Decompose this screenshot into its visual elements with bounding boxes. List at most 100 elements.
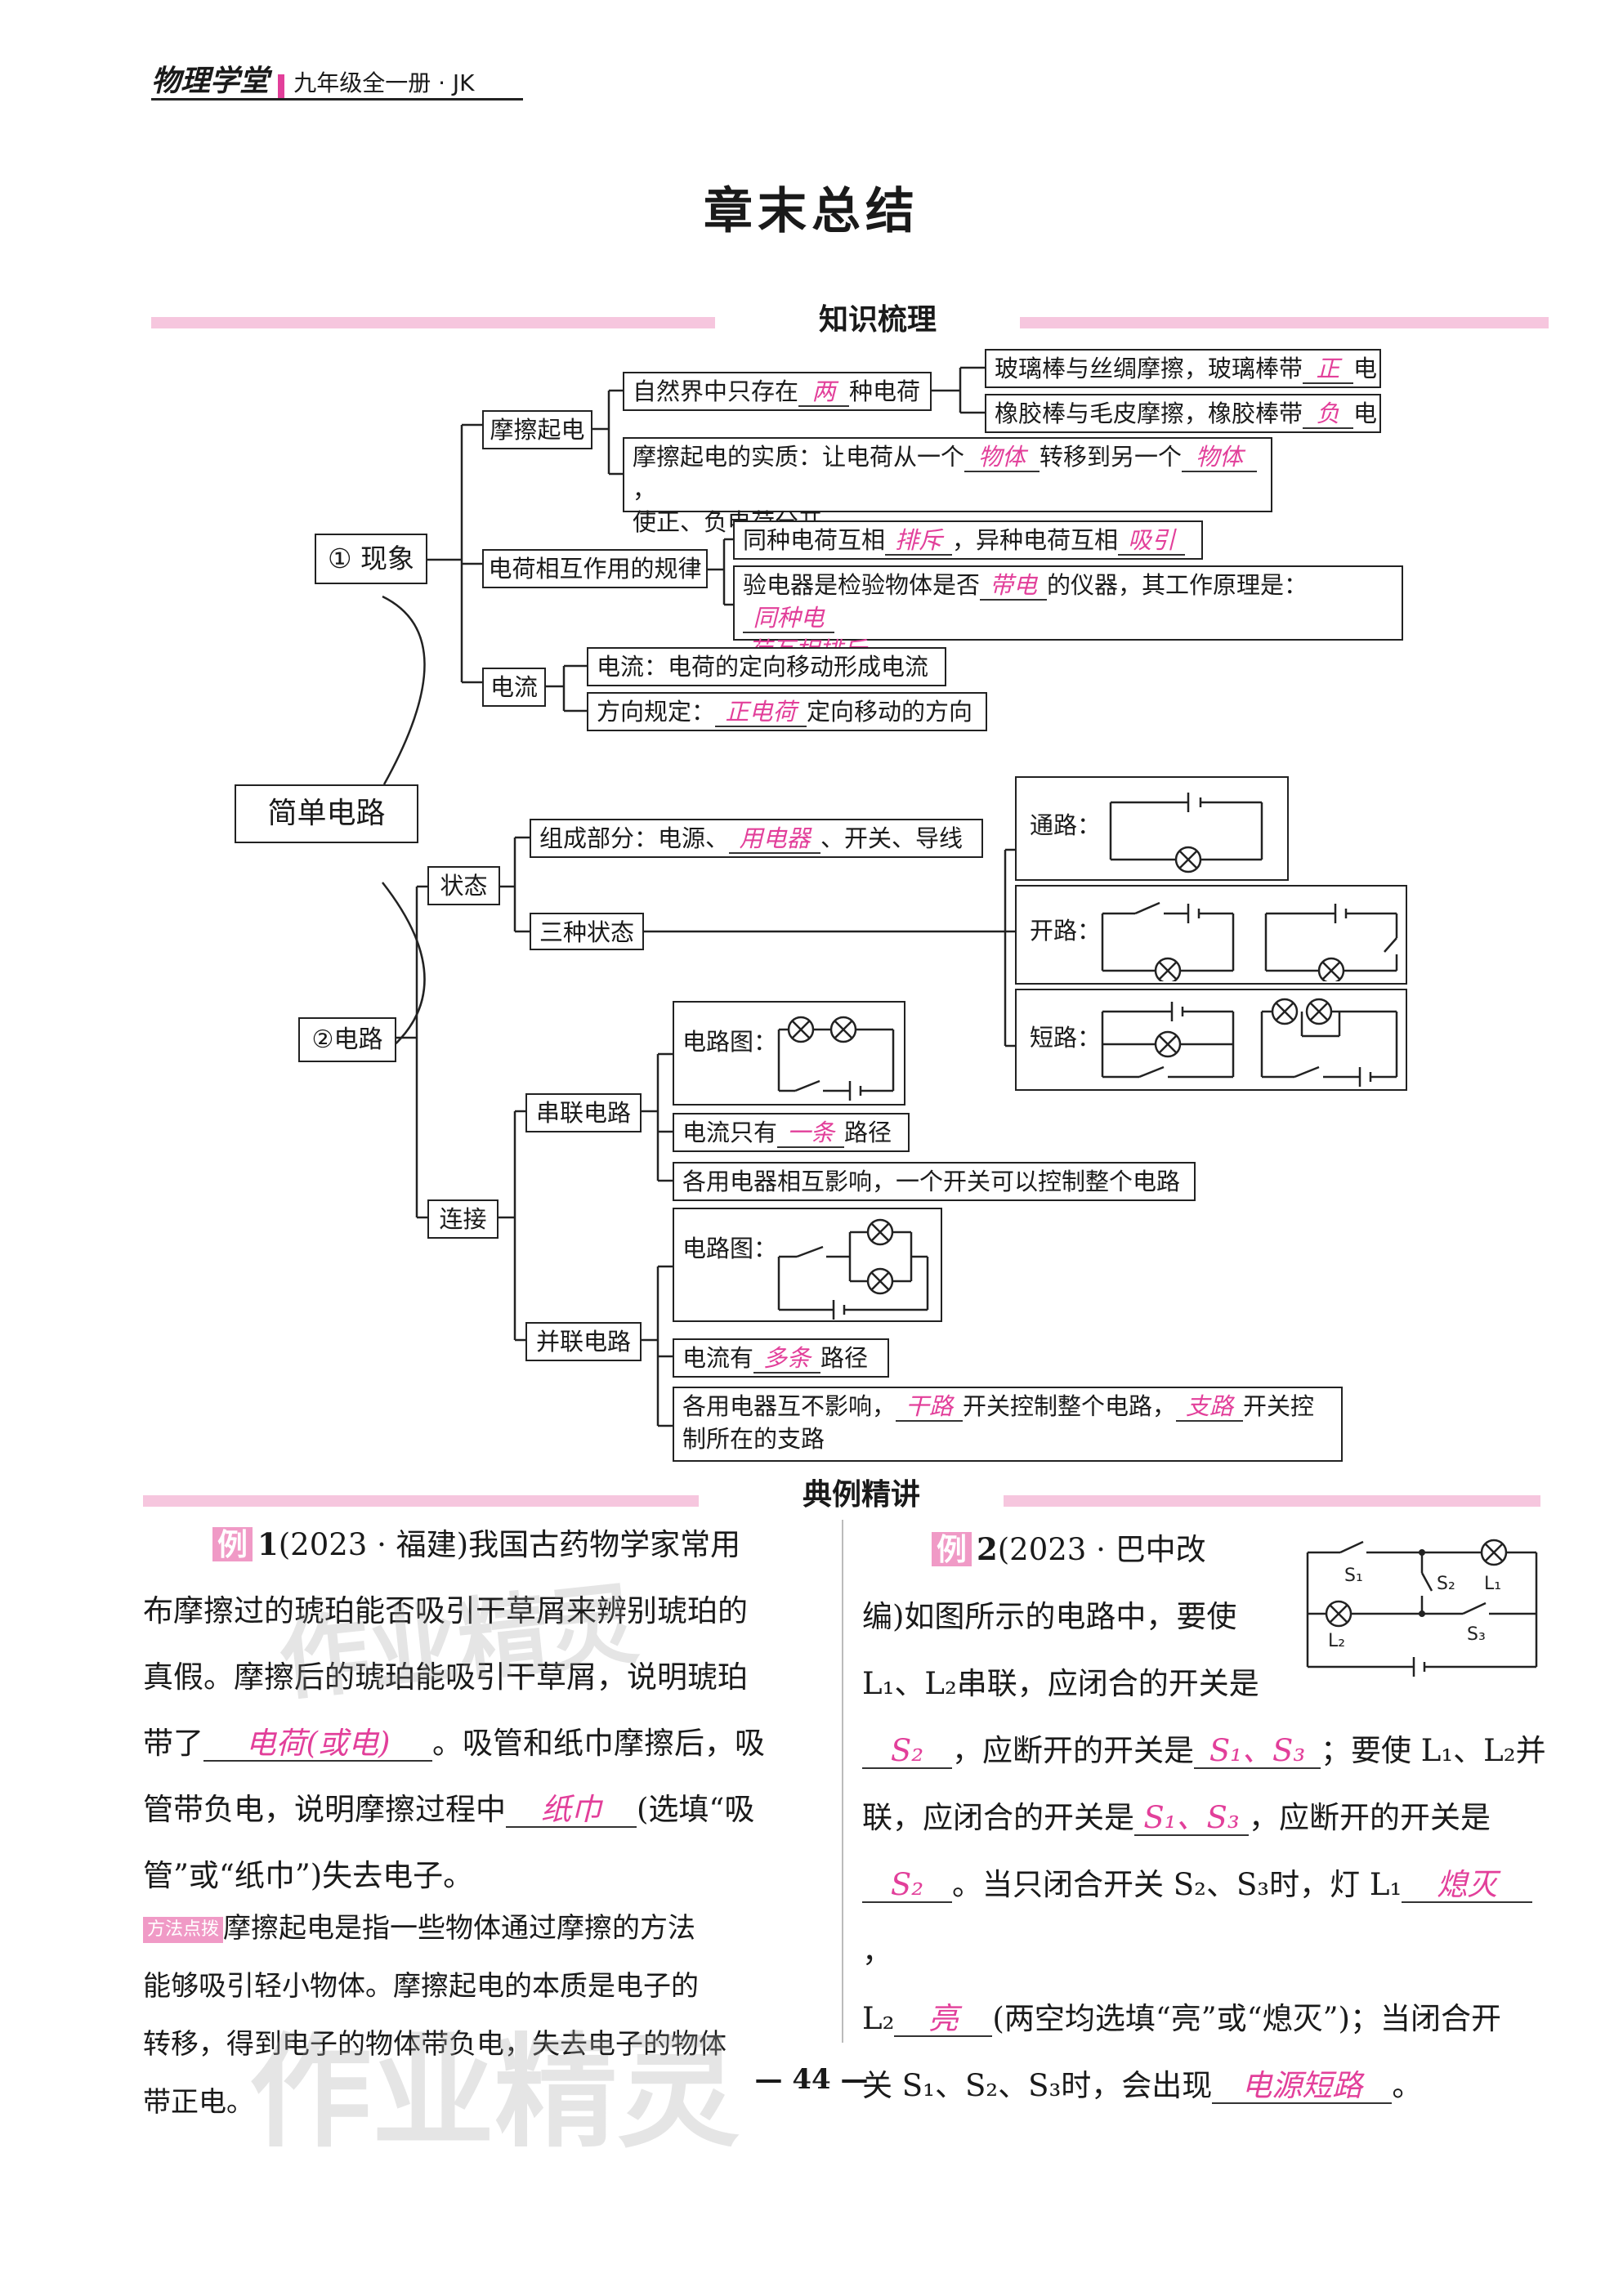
- root-node: 简单电路: [235, 784, 418, 843]
- mindmap-connectors: [382, 366, 1015, 1427]
- rubber-rod-suffix: 电: [1353, 400, 1378, 427]
- friction-essence-box: 摩擦起电的实质：让电荷从一个物体转移到另一个物体， 使正、负电荷分开: [623, 437, 1272, 536]
- open-circuit-box: 开路：: [1015, 885, 1407, 985]
- example2-answer-1: S₂: [862, 1735, 952, 1769]
- example2-l7-pre: L₂: [862, 2001, 895, 2036]
- example1-l5-post: (选填“吸: [637, 1792, 755, 1827]
- parallel-affect-text: 各用电器互不影响，: [682, 1392, 896, 1420]
- direction-suffix: 定向移动的方向: [807, 698, 973, 726]
- three-states-box: 三种状态: [530, 913, 644, 950]
- example2-l6-mid: 。当只闭合开关 S₂、S₃时，灯 L₁: [952, 1867, 1402, 1902]
- series-circuit-diagram: [777, 1016, 895, 1101]
- electroscope-answer-2a: 同种电: [743, 604, 834, 633]
- electroscope-text: 验电器是检验物体是否: [743, 571, 981, 599]
- header-rule: [151, 98, 523, 101]
- example1-line-3: 真假。摩擦后的琥珀能吸引干草屑，说明琥珀: [143, 1659, 748, 1695]
- rule-node: 电荷相互作用的规律: [482, 549, 708, 588]
- components-box: 组成部分：电源、用电器、开关、导线: [530, 819, 983, 858]
- short-circuit-box: 短路：: [1015, 989, 1407, 1091]
- fig-label-l1: L₁: [1484, 1574, 1501, 1594]
- tip-line-1: 方法点拨摩擦起电是指一些物体通过摩擦的方法: [143, 1900, 821, 1958]
- closed-circuit-diagram: [1109, 793, 1263, 873]
- parallel-affect-suffix: 开关控: [1243, 1392, 1315, 1420]
- example1-answer-1: 电荷(或电): [203, 1727, 432, 1762]
- example1-line-4: 带了电荷(或电)。吸管和纸巾摩擦后，吸: [143, 1710, 821, 1776]
- example2-answer-5: 熄灭: [1402, 1869, 1533, 1903]
- example2-circuit-figure: S₁ S₂ L₁ S₃ L₂: [1306, 1539, 1538, 1677]
- parallel-diagram-box: 电路图：: [673, 1208, 942, 1322]
- column-divider: [842, 1520, 843, 2043]
- example1-l4-pre: 带了: [143, 1726, 203, 1761]
- parallel-affect-box: 各用电器互不影响，干路开关控制整个电路，支路开关控 制所在的支路: [673, 1387, 1343, 1462]
- electroscope-answer-1: 带电: [980, 571, 1048, 601]
- example2-number: 2: [977, 1531, 998, 1567]
- example1-tag: 例: [212, 1527, 253, 1561]
- current-node: 电流: [482, 668, 546, 707]
- example2-line-3: L₁、L₂串联，应闭合的开关是: [862, 1666, 1259, 1701]
- example1-number: 1: [257, 1526, 279, 1562]
- section-band-left: [151, 317, 715, 328]
- essence-answer-1: 物体: [964, 443, 1040, 472]
- open-label: 开路：: [1030, 917, 1102, 945]
- essence-answer-2: 物体: [1182, 443, 1258, 472]
- page-number: — 44 —: [754, 2063, 869, 2096]
- example1-line-2: 布摩擦过的琥珀能否吸引干草屑来辨别琥珀的: [143, 1593, 748, 1628]
- direction-text: 方向规定：: [597, 698, 716, 726]
- brand: 物理学堂: [151, 64, 270, 98]
- series-current-box: 电流只有一条路径: [673, 1113, 910, 1152]
- essence-text-mid: 转移到另一个: [1040, 443, 1183, 471]
- friction-node: 摩擦起电: [482, 410, 592, 449]
- method-tip: 方法点拨摩擦起电是指一些物体通过摩擦的方法 能够吸引轻小物体。摩擦起电的本质是电…: [143, 1900, 821, 2132]
- tip-text-1: 摩擦起电是指一些物体通过摩擦的方法: [223, 1912, 696, 1945]
- series-affect-box: 各用电器相互影响，一个开关可以控制整个电路: [673, 1162, 1196, 1201]
- tip-tag: 方法点拨: [143, 1917, 224, 1943]
- short-label: 短路：: [1030, 1024, 1102, 1052]
- circuit-node: ②电路: [298, 1017, 396, 1062]
- series-current-answer: 一条: [777, 1119, 845, 1148]
- parallel-diagram-label: 电路图：: [682, 1235, 778, 1262]
- example1-line-6: 管”或“纸巾”)失去电子。: [143, 1858, 474, 1893]
- same-text-mid: ，异种电荷互相: [952, 526, 1119, 554]
- fig-label-s2: S₂: [1437, 1574, 1455, 1594]
- parallel-affect-mid: 开关控制整个电路，: [963, 1392, 1177, 1420]
- glass-rod-answer: 正: [1303, 355, 1354, 384]
- example1-line-5: 管带负电，说明摩擦过程中纸巾(选填“吸: [143, 1776, 821, 1843]
- example2-answer-3: S₁、S₃: [1134, 1802, 1249, 1836]
- closed-circuit-box: 通路：: [1015, 776, 1289, 881]
- parallel-affect-line-2: 制所在的支路: [682, 1425, 825, 1453]
- example2-l6-post: ，: [862, 1934, 892, 1969]
- example1-l4-post: 。吸管和纸巾摩擦后，吸: [432, 1726, 765, 1761]
- example2-answer-7: 电源短路: [1212, 2070, 1393, 2104]
- example2-l5-pre: 联，应闭合的开关是: [862, 1800, 1134, 1835]
- charge-types-text: 自然界中只存在: [633, 377, 799, 405]
- essence-text-end: ，: [633, 476, 657, 503]
- section-title-examples: 典例精讲: [719, 1471, 1004, 1513]
- example2-l4-mid: ，应断开的开关是: [952, 1733, 1194, 1768]
- section-title-knowledge: 知识梳理: [735, 296, 1020, 338]
- glass-rod-box: 玻璃棒与丝绸摩擦，玻璃棒带正电: [985, 349, 1381, 388]
- example1-answer-2: 纸巾: [506, 1793, 637, 1828]
- parallel-current-text: 电流有: [682, 1344, 754, 1372]
- header: 物理学堂 九年级全一册 · JK: [151, 57, 475, 103]
- fig-label-l2: L₂: [1328, 1631, 1345, 1651]
- current-direction-box: 方向规定：正电荷定向移动的方向: [587, 692, 987, 731]
- brand-divider-icon: [278, 74, 285, 101]
- section2-band-left: [143, 1495, 699, 1507]
- example2-source: (2023 · 巴中改: [997, 1532, 1206, 1567]
- same-answer-2: 吸引: [1118, 526, 1186, 556]
- tip-line-4: 带正电。: [143, 2086, 254, 2119]
- section2-band-right: [1001, 1495, 1540, 1507]
- rubber-rod-box: 橡胶棒与毛皮摩擦，橡胶棒带负电: [985, 394, 1381, 433]
- example2-tag: 例: [932, 1532, 972, 1566]
- glass-rod-suffix: 电: [1353, 355, 1378, 382]
- parallel-circuit-diagram: [777, 1218, 929, 1320]
- components-text: 组成部分：电源、: [539, 824, 730, 852]
- watermark-bottom: 作业精灵: [249, 2022, 740, 2164]
- example1-source: (2023 · 福建)我国古药物学家常用: [278, 1527, 741, 1562]
